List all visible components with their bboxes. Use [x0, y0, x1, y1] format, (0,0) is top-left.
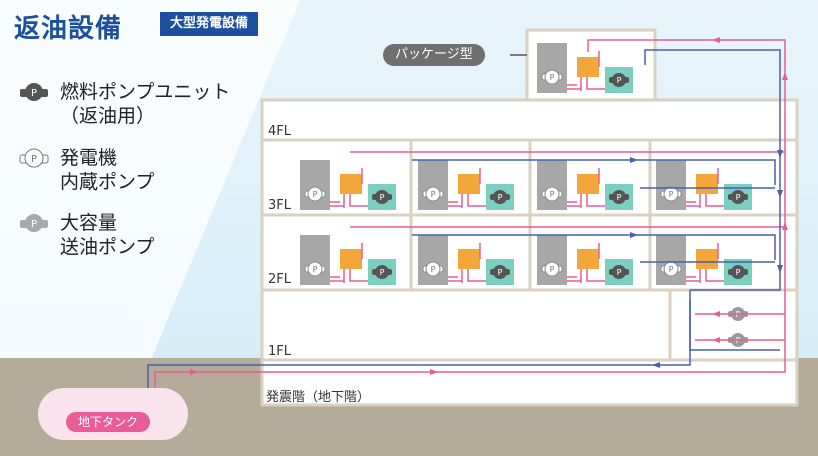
floor-1-label: 1FL	[268, 344, 291, 359]
return-pipes	[147, 49, 781, 390]
svg-text:P: P	[31, 154, 37, 165]
legend-label-2b: 内蔵ポンプ	[60, 171, 155, 193]
supply-arrows	[190, 37, 788, 375]
floor-4-label: 4FL	[268, 124, 291, 139]
category-badge: 大型発電設備	[160, 12, 259, 36]
floor-3-label: 3FL	[268, 198, 291, 213]
package-type-label: パッケージ型	[383, 44, 485, 66]
legend-label-3b: 送油ポンプ	[60, 236, 155, 258]
basement-label: 発震階（地下階）	[266, 390, 371, 405]
svg-text:P: P	[31, 88, 37, 99]
legend-label-3a: 大容量	[60, 212, 118, 234]
large-transfer-pump-icon: P	[20, 214, 48, 232]
underground-tank-label: 地下タンク	[66, 412, 151, 432]
legend-item-generator-pump: P 発電機 内蔵ポンプ	[18, 146, 154, 194]
legend-label-2a: 発電機	[60, 147, 118, 169]
svg-text:P: P	[31, 219, 37, 230]
legend-item-transfer-pump: P 大容量 送油ポンプ	[18, 211, 154, 259]
fuel-pump-unit-icon: P	[20, 83, 48, 101]
package-building	[510, 28, 657, 102]
page-title: 返油設備	[14, 14, 123, 44]
legend-label-1a: 燃料ポンプユニット	[60, 81, 231, 103]
floor-2-label: 2FL	[268, 272, 291, 287]
sky-highlight	[0, 0, 818, 362]
legend-item-fuel-pump: P 燃料ポンプユニット （返油用）	[18, 80, 230, 128]
return-arrows	[145, 150, 783, 400]
legend-label-1b: （返油用）	[60, 105, 156, 127]
supply-pipes	[154, 39, 786, 390]
generator-internal-pump-icon: P	[19, 148, 49, 168]
